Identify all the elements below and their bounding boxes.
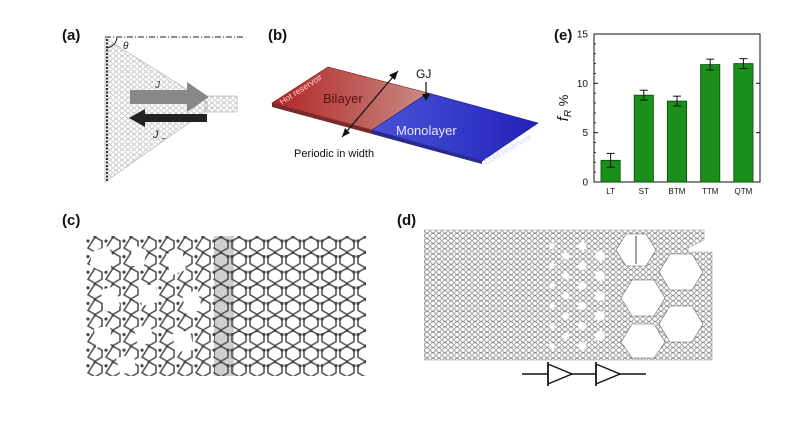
backward-arrow bbox=[129, 109, 207, 127]
theta-label: θ bbox=[123, 41, 129, 52]
bar-btm bbox=[666, 100, 688, 183]
chart-layer: 0 5 10 15 fR % LT ST BTM TTM QTM bbox=[555, 30, 761, 196]
periodic-arrow-head-top bbox=[389, 71, 398, 80]
panel-b-label: (b) bbox=[268, 27, 288, 44]
bilayer-edge bbox=[272, 103, 372, 134]
angle-arc bbox=[106, 37, 118, 49]
forward-arrow bbox=[130, 82, 209, 112]
y-axis-label: fR % bbox=[555, 94, 574, 121]
triangle-lattice bbox=[104, 37, 208, 183]
monolayer-label: Monolayer bbox=[396, 123, 457, 138]
panel-e-chart: (e) 0 5 10 15 fR % LT ST BTM TTM QTM bbox=[554, 27, 761, 196]
x-tick-label-ttm: TTM bbox=[702, 187, 719, 196]
panel-b-figure: Hot reservoir Bilayer Monolayer Cold res… bbox=[271, 66, 539, 167]
periodic-arrow bbox=[341, 70, 399, 138]
x-tick-label-qtm: QTM bbox=[735, 187, 753, 196]
panel-d-label: (d) bbox=[397, 212, 417, 229]
pristine-region bbox=[214, 236, 366, 376]
panel-a-label: (a) bbox=[62, 27, 81, 44]
periodic-arrow-head-bottom bbox=[342, 128, 350, 137]
y-tick-label: 0 bbox=[582, 178, 588, 189]
lead-lattice bbox=[204, 95, 238, 113]
monolayer-slab bbox=[371, 92, 539, 162]
panel-d-figure bbox=[424, 229, 713, 386]
diode-symbol-2 bbox=[595, 362, 622, 386]
bilayer-label: Bilayer bbox=[323, 91, 363, 106]
bar-st bbox=[633, 94, 654, 183]
bar-ttm bbox=[700, 64, 721, 183]
panel-e-label: (e) bbox=[554, 27, 572, 44]
gj-arrow-head bbox=[422, 94, 430, 101]
periodic-label: Periodic in width bbox=[294, 148, 374, 160]
j-plus-label: J bbox=[154, 80, 161, 91]
panel-c-label: (c) bbox=[62, 212, 81, 229]
diode-symbol-1 bbox=[547, 362, 574, 386]
y-tick-label: 15 bbox=[577, 30, 589, 41]
small-holes bbox=[549, 242, 605, 350]
bar-qtm bbox=[733, 63, 754, 183]
j-minus-subscript: − bbox=[161, 134, 166, 143]
panel-c-figure bbox=[86, 236, 366, 376]
x-tick-label-lt: LT bbox=[606, 187, 615, 196]
monolayer-edge bbox=[372, 130, 482, 164]
panel-a-figure: θ J J − bbox=[104, 36, 243, 183]
y-tick-label: 10 bbox=[577, 79, 589, 90]
y-tick-label: 5 bbox=[582, 128, 588, 139]
defect-holes bbox=[90, 244, 202, 374]
x-tick-label-st: ST bbox=[639, 187, 649, 196]
j-minus-label: J bbox=[152, 129, 159, 141]
gj-label: GJ bbox=[416, 67, 431, 81]
x-tick-label-btm: BTM bbox=[669, 187, 686, 196]
